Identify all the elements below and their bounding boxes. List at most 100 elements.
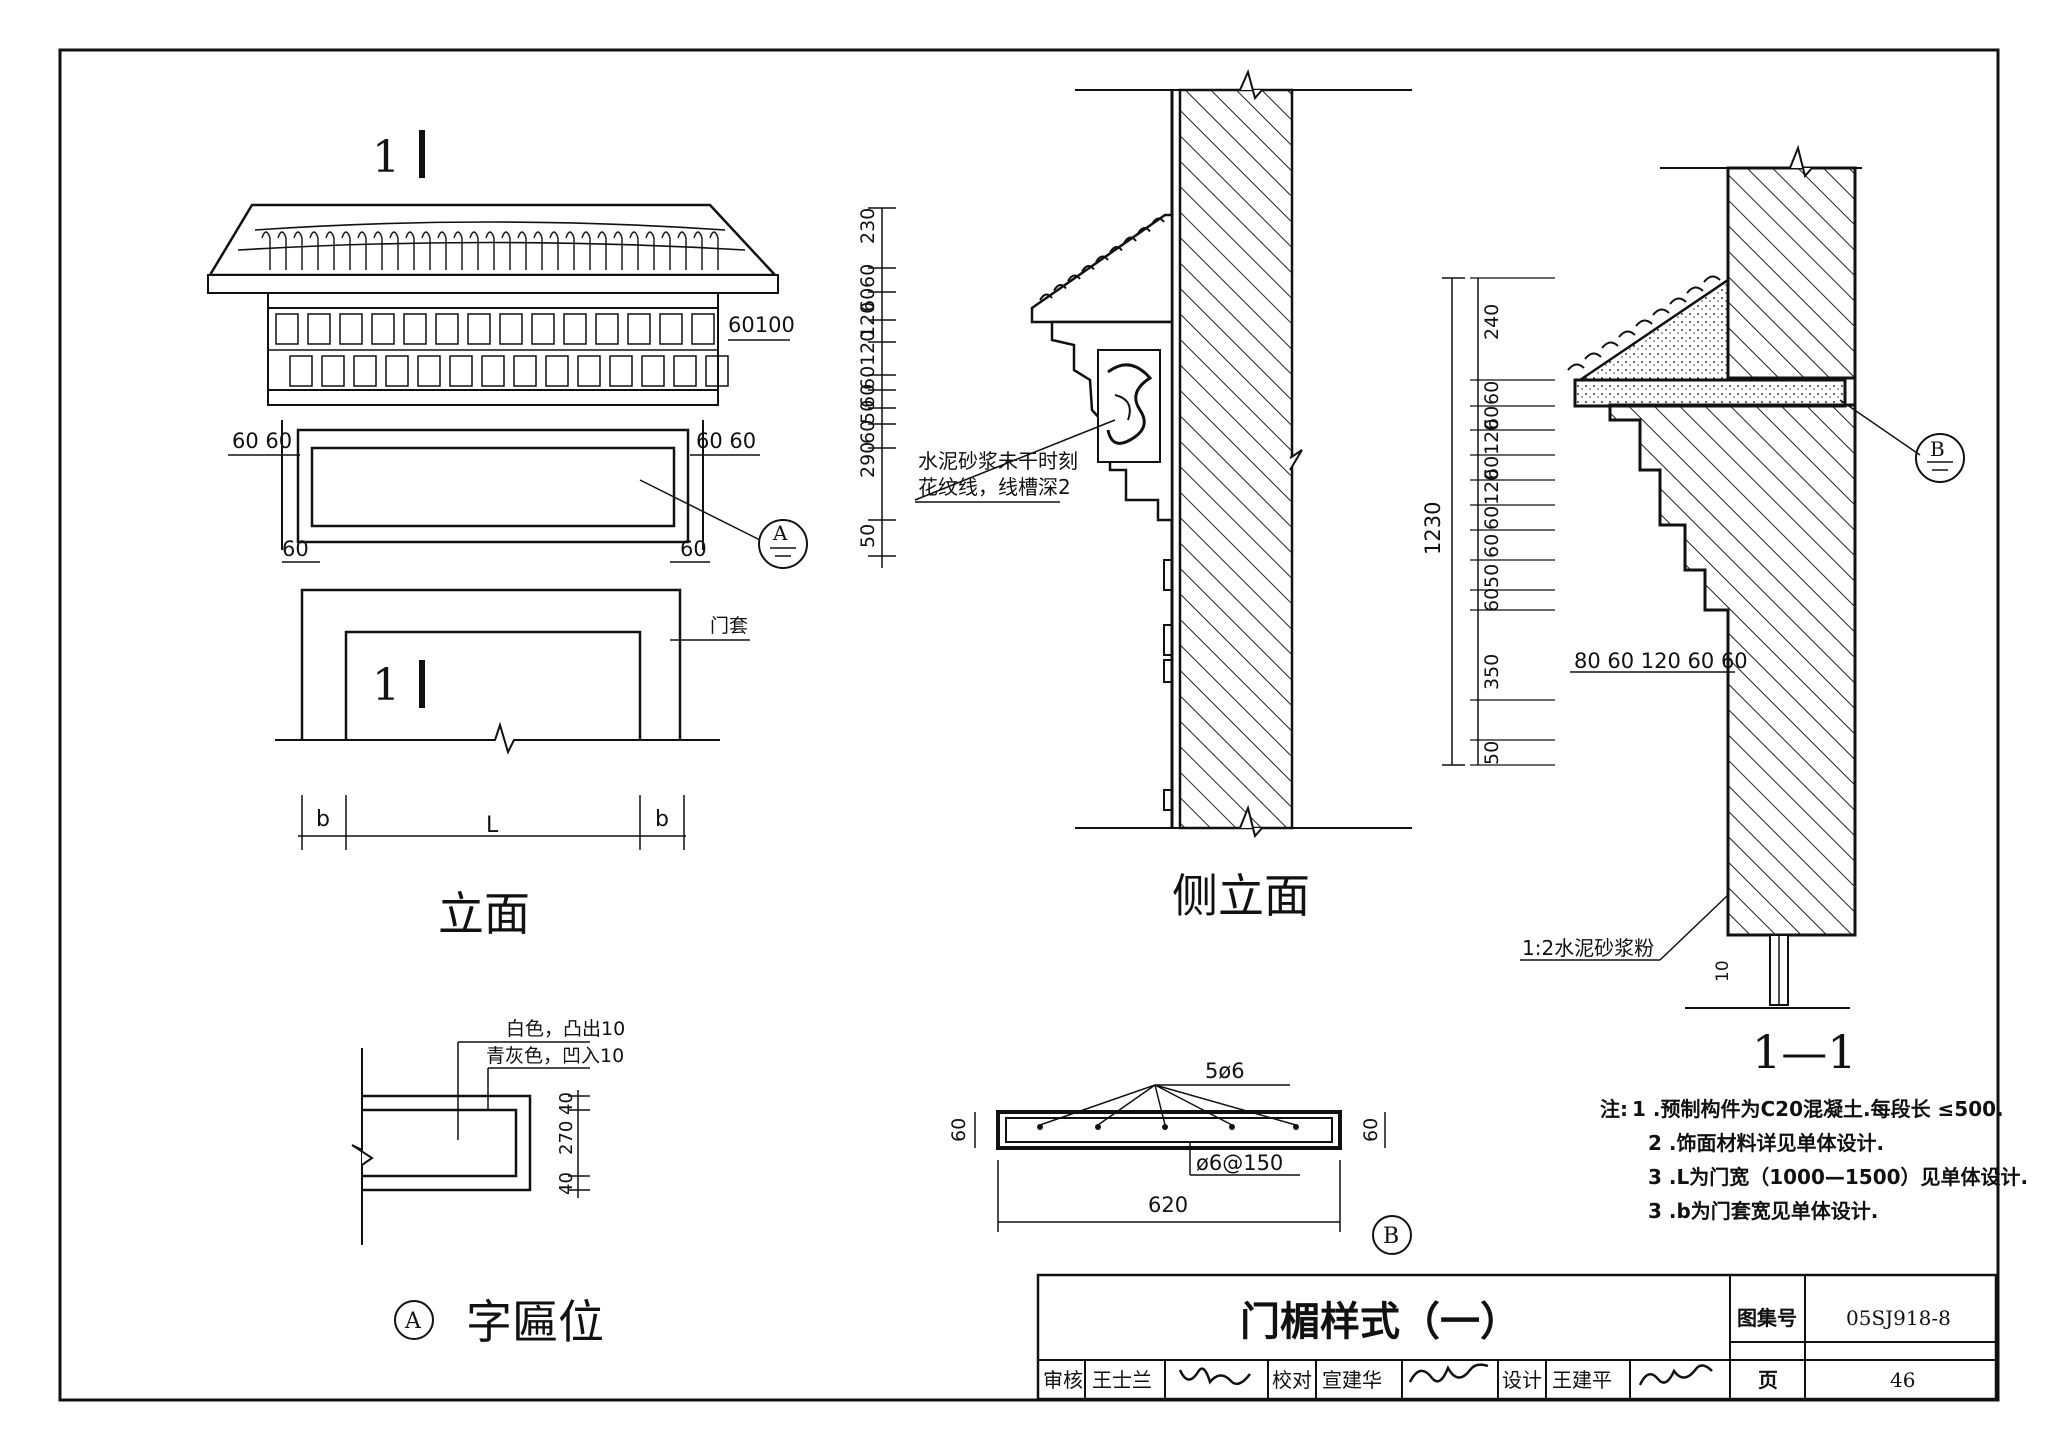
section-dim-label: 60 — [1481, 588, 1503, 612]
plaque-section-inner — [362, 1108, 518, 1178]
plaque-section-outer — [362, 1094, 532, 1192]
section-dim-label: 350 — [1481, 654, 1503, 690]
note-4: 3 .b为门套宽见单体设计. — [1648, 1199, 1878, 1223]
detail-a-dim-label: 270 — [556, 1121, 577, 1155]
section-dim-label: 60 — [1481, 506, 1503, 530]
tile-rib — [581, 231, 591, 270]
detail-a-title: 字匾位 — [466, 1295, 604, 1349]
detail-a-dim-label: 40 — [556, 1092, 577, 1115]
side-roof — [1030, 213, 1174, 324]
plaque-outer — [296, 428, 690, 544]
signature-design — [1638, 1364, 1713, 1386]
elevation-dim-label: 290 — [857, 442, 879, 478]
frieze-block — [339, 313, 363, 345]
section-tile — [1584, 352, 1602, 360]
label-white-raised: 白色，凸出10 — [506, 1018, 625, 1040]
tile-rib — [293, 231, 303, 270]
side-tile — [1039, 293, 1053, 301]
detail-a-callout: A — [404, 1309, 422, 1334]
atlas-label: 图集号 — [1737, 1306, 1797, 1330]
section-dim-label: 120 — [1481, 419, 1503, 455]
tile-rib — [565, 231, 575, 270]
side-tile — [1067, 274, 1081, 282]
elevation-view: 1 1 门套 A 60 60 60 60 — [207, 130, 896, 941]
frieze-block — [481, 355, 505, 387]
sheet-border — [58, 48, 2000, 1402]
plaque-inner — [310, 446, 676, 528]
frieze-block — [513, 355, 537, 387]
tile-rib — [325, 231, 335, 270]
callout-b-circle — [1915, 433, 1965, 483]
elevation-dim-label: 50 — [857, 524, 879, 548]
detail-a-dims: 40 270 40 — [556, 1092, 590, 1195]
detail-a-dim-label: 40 — [556, 1172, 577, 1195]
frieze-block — [673, 355, 697, 387]
section-dim-label: 60 — [1481, 381, 1503, 405]
tile-rib — [437, 231, 447, 270]
stirrup-label: ø6@150 — [1196, 1151, 1283, 1175]
tile-rib — [661, 231, 671, 270]
dim-10: 10 — [1713, 960, 1733, 982]
section-tiles — [1567, 275, 1721, 371]
dim-left-pair: 60 60 — [232, 429, 292, 453]
side-tile — [1151, 217, 1165, 225]
signature-check — [1408, 1363, 1489, 1383]
side-elevation-view: 水泥砂浆未干时刻 花纹线，线槽深2 侧立面 — [914, 69, 1412, 923]
general-notes: 注: 1 .预制构件为C20混凝土.每段长 ≤500. 2 .饰面材料详见单体设… — [1600, 1097, 2028, 1223]
tile-rib — [277, 231, 287, 270]
atlas-number: 05SJ918-8 — [1846, 1306, 1951, 1330]
frieze-block — [691, 313, 715, 345]
tile-rib — [421, 231, 431, 270]
callout-b-label: B — [1930, 437, 1945, 461]
tile-rib — [309, 231, 319, 270]
tile-rib — [405, 231, 415, 270]
detail-b-callout: B — [1383, 1224, 1399, 1249]
section-dim-label: 120 — [1481, 469, 1503, 505]
frieze-block — [467, 313, 491, 345]
frieze-block — [499, 313, 523, 345]
detail-a-callout-circle — [394, 1300, 434, 1340]
section-dim-label: 240 — [1481, 304, 1503, 340]
page-number: 46 — [1890, 1368, 1915, 1392]
door-frame-label: 门套 — [710, 615, 748, 637]
roof-tile-pattern — [237, 221, 746, 251]
title-block: 门楣样式（一） 图集号 05SJ918-8 页 46 审核 王士兰 校对 宣建华… — [1036, 1273, 1998, 1401]
note-2: 2 .饰面材料详见单体设计. — [1648, 1131, 1884, 1155]
note-3: 3 .L为门宽（1000—1500）见单体设计. — [1648, 1165, 2028, 1189]
section-tile — [1567, 363, 1585, 371]
elevation-dim-label: 60 — [857, 264, 879, 288]
tile-rib — [677, 231, 687, 270]
frieze-blocks — [275, 313, 729, 387]
frieze-block — [609, 355, 633, 387]
side-tile — [1081, 265, 1095, 273]
tile-ribs — [261, 231, 719, 270]
elevation-dim-label: 120 — [857, 330, 879, 366]
section-tile — [1652, 308, 1670, 316]
frieze-block — [545, 355, 569, 387]
dim-right-pair: 60 60 — [696, 429, 756, 453]
section-dim-label: 60 — [1481, 456, 1503, 480]
tile-rib — [629, 231, 639, 270]
tile-rib — [693, 231, 703, 270]
side-wall — [1178, 88, 1294, 830]
dim-60-right: 60 — [680, 537, 707, 561]
check-name: 宣建华 — [1322, 1368, 1382, 1392]
frieze-block — [307, 313, 331, 345]
frieze-block — [659, 313, 683, 345]
frieze-block — [641, 355, 665, 387]
tile-rib — [261, 231, 271, 270]
tile-rib — [645, 231, 655, 270]
tile-rib — [709, 231, 719, 270]
dim-60-left: 60 — [282, 537, 309, 561]
elevation-title: 立面 — [438, 887, 530, 941]
design-label: 设计 — [1502, 1368, 1542, 1392]
frieze-block — [627, 313, 651, 345]
review-name: 王士兰 — [1092, 1368, 1152, 1392]
side-tile — [1137, 227, 1151, 235]
frieze-band — [267, 292, 719, 406]
section-dim-label: 60 — [1481, 406, 1503, 430]
elevation-dim-label: 60 — [857, 420, 879, 444]
plaster-note: 1:2水泥砂浆粉 — [1522, 936, 1654, 960]
